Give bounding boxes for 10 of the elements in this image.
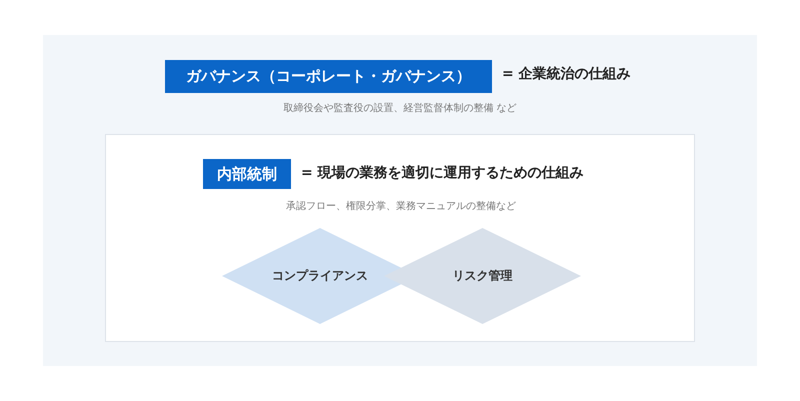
diamond-label: コンプライアンス bbox=[271, 268, 369, 284]
description: 取締役会や監査役の設置、経営監督体制の整備 など bbox=[282, 102, 518, 115]
subtitle: = 現場の業務を適切に運用するための仕組み bbox=[301, 164, 584, 182]
description: 承認フロー、権限分掌、業務マニュアルの整備など bbox=[285, 200, 517, 213]
title-box: ガバナンス（コーポレート・ガバナンス） bbox=[165, 60, 492, 93]
governance-panel bbox=[43, 35, 757, 366]
title-box: 内部統制 bbox=[203, 159, 291, 189]
diamond-label: リスク管理 bbox=[452, 268, 514, 284]
internal-control-panel bbox=[105, 134, 695, 342]
subtitle: = 企業統治の仕組み bbox=[502, 65, 631, 83]
